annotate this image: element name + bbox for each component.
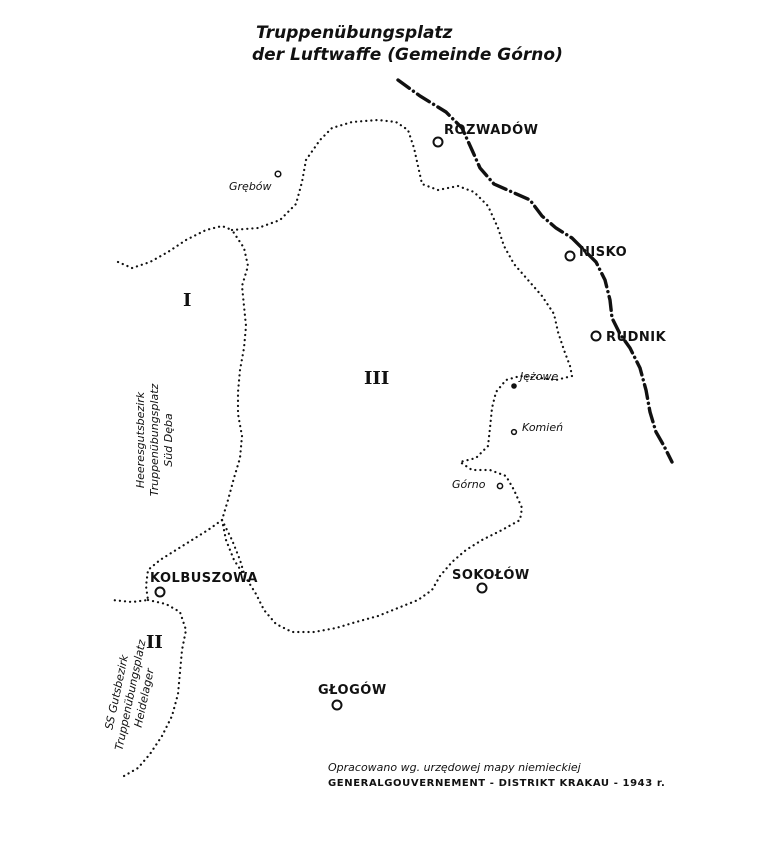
komien-marker [510, 428, 518, 436]
label-komien: Komień [522, 421, 563, 434]
label-jezowe: Jężowe [518, 370, 559, 383]
glogow-marker [331, 699, 343, 711]
debica-zone-label: Heeresgutsbezirk Truppenübungsplatz Süd … [134, 384, 175, 497]
kolbuszowa-link-line [220, 518, 248, 582]
rozwadow-marker [432, 136, 444, 148]
label-rudnik: RUDNIK [606, 330, 667, 345]
label-kolbuszowa: KOLBUSZOWA [150, 571, 258, 586]
zone-iii-boundary [220, 118, 574, 634]
debica-line2: Truppenübungsplatz [148, 384, 161, 497]
gorno-marker [496, 482, 504, 490]
zone-i-boundary [116, 224, 234, 270]
map-title-line1: Truppenübungsplatz [256, 23, 453, 43]
grebow-marker [274, 170, 282, 178]
kolbuszowa-marker [154, 586, 166, 598]
nisko-marker [564, 250, 576, 262]
source-note-line2: GENERALGOUVERNEMENT - DISTRIKT KRAKAU - … [328, 778, 665, 789]
source-note-line1: Opracowano wg. urzędowej mapy niemieckie… [328, 761, 582, 774]
label-grebow: Grębów [229, 180, 272, 193]
zone-divider-line [110, 518, 224, 604]
label-nisko: NISKO [579, 245, 627, 260]
label-rozwadow: ROZWADÓW [444, 122, 539, 138]
jezowe-marker [511, 383, 517, 389]
zone-iii-label: III [364, 368, 389, 389]
zone-i-label: I [183, 290, 191, 311]
map-title-line2: der Luftwaffe (Gemeinde Górno) [252, 45, 563, 65]
debica-line1: Heeresgutsbezirk [134, 391, 147, 488]
ss-zone-label: SS Gutsbezirk Truppenübungsplatz Heidela… [103, 638, 158, 751]
debica-line3: Süd Dęba [162, 413, 175, 467]
label-glogow: GŁOGÓW [318, 682, 387, 698]
zone-ii-label: II [146, 632, 163, 653]
railway-line [396, 78, 674, 464]
label-gorno: Górno [452, 478, 486, 491]
sokolow-marker [476, 582, 488, 594]
label-sokolow: SOKOŁÓW [452, 567, 530, 583]
zone-ii-boundary [122, 598, 188, 778]
rudnik-marker [590, 330, 602, 342]
